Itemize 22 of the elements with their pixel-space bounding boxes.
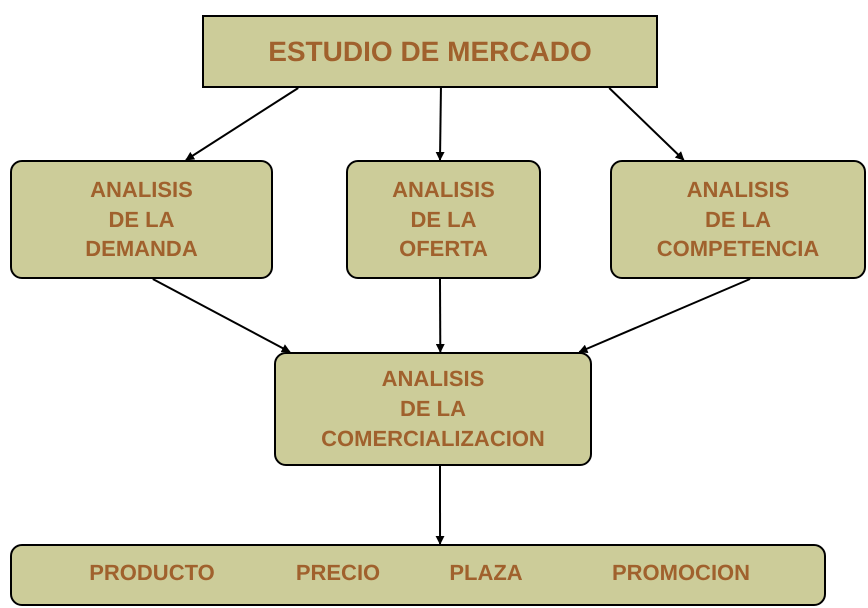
- box-title: ANALISIS DE LA OFERTA: [391, 176, 496, 264]
- category-bar: [10, 544, 826, 606]
- process-box: [346, 160, 541, 279]
- arrow: [608, 87, 684, 161]
- category-label: PROMOCION: [612, 560, 750, 586]
- arrow: [578, 278, 750, 353]
- box-title: ANALISIS DE LA COMERCIALIZACION: [320, 365, 546, 453]
- process-box: [274, 352, 592, 466]
- category-label: PRODUCTO: [89, 560, 215, 586]
- arrow: [436, 279, 445, 353]
- box-title: ESTUDIO DE MERCADO: [268, 34, 592, 69]
- arrow: [436, 466, 445, 545]
- box-title: ANALISIS DE LA COMPETENCIA: [656, 176, 820, 264]
- process-box: [10, 160, 273, 279]
- box-title: ANALISIS DE LA DEMANDA: [84, 176, 199, 264]
- process-box: [202, 15, 658, 88]
- arrow: [152, 278, 291, 353]
- category-label: PRECIO: [296, 560, 380, 586]
- arrow: [185, 87, 299, 161]
- arrow: [436, 88, 445, 161]
- category-label: PLAZA: [449, 560, 523, 586]
- process-box: [610, 160, 866, 279]
